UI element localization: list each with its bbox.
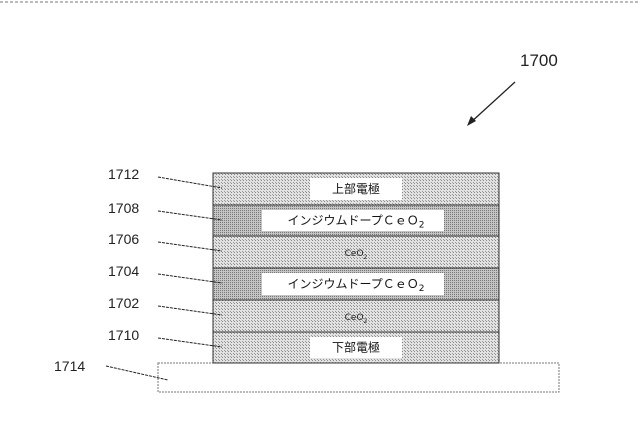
leader-line (158, 177, 222, 188)
figure-number: 1700 (520, 51, 558, 70)
leader-line (158, 274, 222, 283)
layer-1712: 上部電極 1712 (108, 166, 499, 205)
leader-line (158, 306, 222, 315)
leader-line (158, 242, 222, 251)
layer-1706: CeO21706 (108, 231, 499, 268)
substrate-ref: 1714 (54, 358, 85, 374)
arrow-head-icon (467, 116, 476, 126)
layer-1708: インジウムドープＣｅＯ21708 (108, 200, 499, 236)
layer-ref: 1708 (108, 200, 139, 216)
leader-line (158, 211, 222, 220)
leader-line (158, 338, 222, 347)
layer-label: 上部電極 (332, 181, 380, 196)
layer-1702: CeO21702 (108, 295, 499, 332)
layer-1710: 下部電極 1710 (108, 327, 499, 363)
layer-label: 下部電極 (332, 340, 380, 355)
substrate (158, 363, 559, 392)
layer-ref: 1702 (108, 295, 139, 311)
layer-ref: 1710 (108, 327, 139, 343)
figure-ref: 1700 (467, 51, 558, 126)
layer-1704: インジウムドープＣｅＯ21704 (108, 263, 499, 300)
layer-ref: 1712 (108, 166, 139, 182)
layer-ref: 1706 (108, 231, 139, 247)
layer-ref: 1704 (108, 263, 139, 279)
